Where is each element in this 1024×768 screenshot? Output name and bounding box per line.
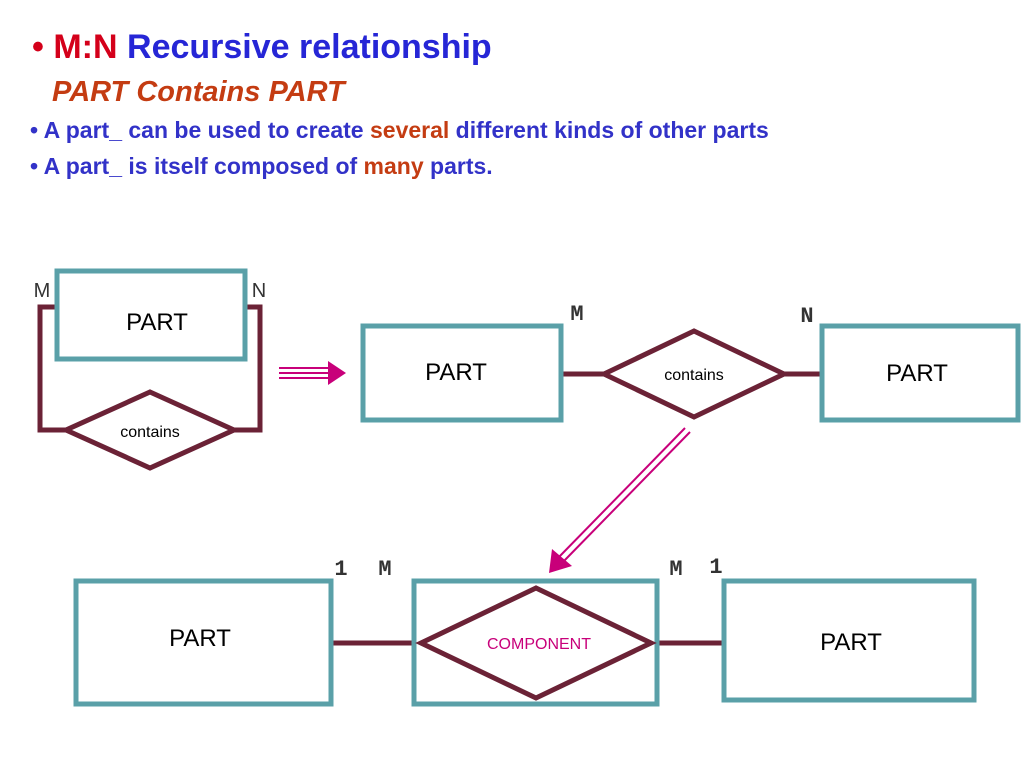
slide-title: • M:N Recursive relationship xyxy=(32,28,492,67)
bullet-mark: • xyxy=(30,117,39,143)
assoc-right-part-label: PART xyxy=(820,629,882,656)
recursive-right-loop xyxy=(234,304,263,433)
recursive-part-label: PART xyxy=(126,309,188,336)
binary-right-part-label: PART xyxy=(886,360,948,387)
bullet-highlight: many xyxy=(363,153,424,179)
binary-contains-diamond xyxy=(598,328,790,420)
diag-shaft-b xyxy=(562,431,691,563)
assoc-card-right-many: M xyxy=(669,557,682,582)
bullet-highlight: several xyxy=(369,117,450,143)
binary-card-n: N xyxy=(800,304,813,329)
diag-shaft-a xyxy=(557,427,686,559)
recursive-contains-label: contains xyxy=(120,424,180,441)
recursive-contains-diamond xyxy=(59,389,241,471)
bullet-text-post: parts. xyxy=(423,153,493,179)
transform-arrow xyxy=(279,361,346,385)
bullet-mark: • xyxy=(30,153,39,179)
diagonal-arrow xyxy=(549,427,691,573)
slide-subtitle: PART Contains PART xyxy=(52,76,345,108)
recursive-relationship: PART contains M N xyxy=(34,268,266,471)
assoc-component-label: COMPONENT xyxy=(487,636,591,653)
assoc-right-part-entity xyxy=(721,578,977,703)
assoc-left-part-label: PART xyxy=(169,625,231,652)
recursive-part-entity xyxy=(54,268,248,362)
assoc-card-left-one: 1 xyxy=(334,557,347,582)
recursive-card-n: N xyxy=(252,280,266,302)
bullet-text-pre: A part_ is itself composed of xyxy=(43,153,364,179)
binary-right-part-entity xyxy=(819,323,1021,423)
bullet-text-post: different kinds of other parts xyxy=(449,117,769,143)
assoc-card-right-one: 1 xyxy=(709,555,722,580)
assoc-component-diamond xyxy=(415,585,657,701)
bullet-item: • A part_ is itself composed of many par… xyxy=(30,153,493,180)
title-mn: M:N xyxy=(53,28,118,66)
binary-contains-label: contains xyxy=(664,367,724,384)
arrow-head xyxy=(328,361,346,385)
title-bullet: • xyxy=(32,28,44,66)
diag-arrow-head xyxy=(549,549,572,573)
title-text: Recursive relationship xyxy=(127,28,492,66)
recursive-left-loop xyxy=(37,304,66,433)
associative-relationship: PART COMPONENT PART 1 M M 1 xyxy=(73,555,977,707)
assoc-left-part-entity xyxy=(73,578,334,707)
assoc-card-left-many: M xyxy=(378,557,391,582)
recursive-card-m: M xyxy=(34,280,51,302)
binary-left-part-label: PART xyxy=(425,359,487,386)
bullet-item: • A part_ can be used to create several … xyxy=(30,117,769,144)
binary-relationship: PART contains PART M N xyxy=(360,302,1021,423)
binary-card-m: M xyxy=(570,302,583,327)
binary-left-part-entity xyxy=(360,323,564,423)
bullet-text-pre: A part_ can be used to create xyxy=(43,117,370,143)
